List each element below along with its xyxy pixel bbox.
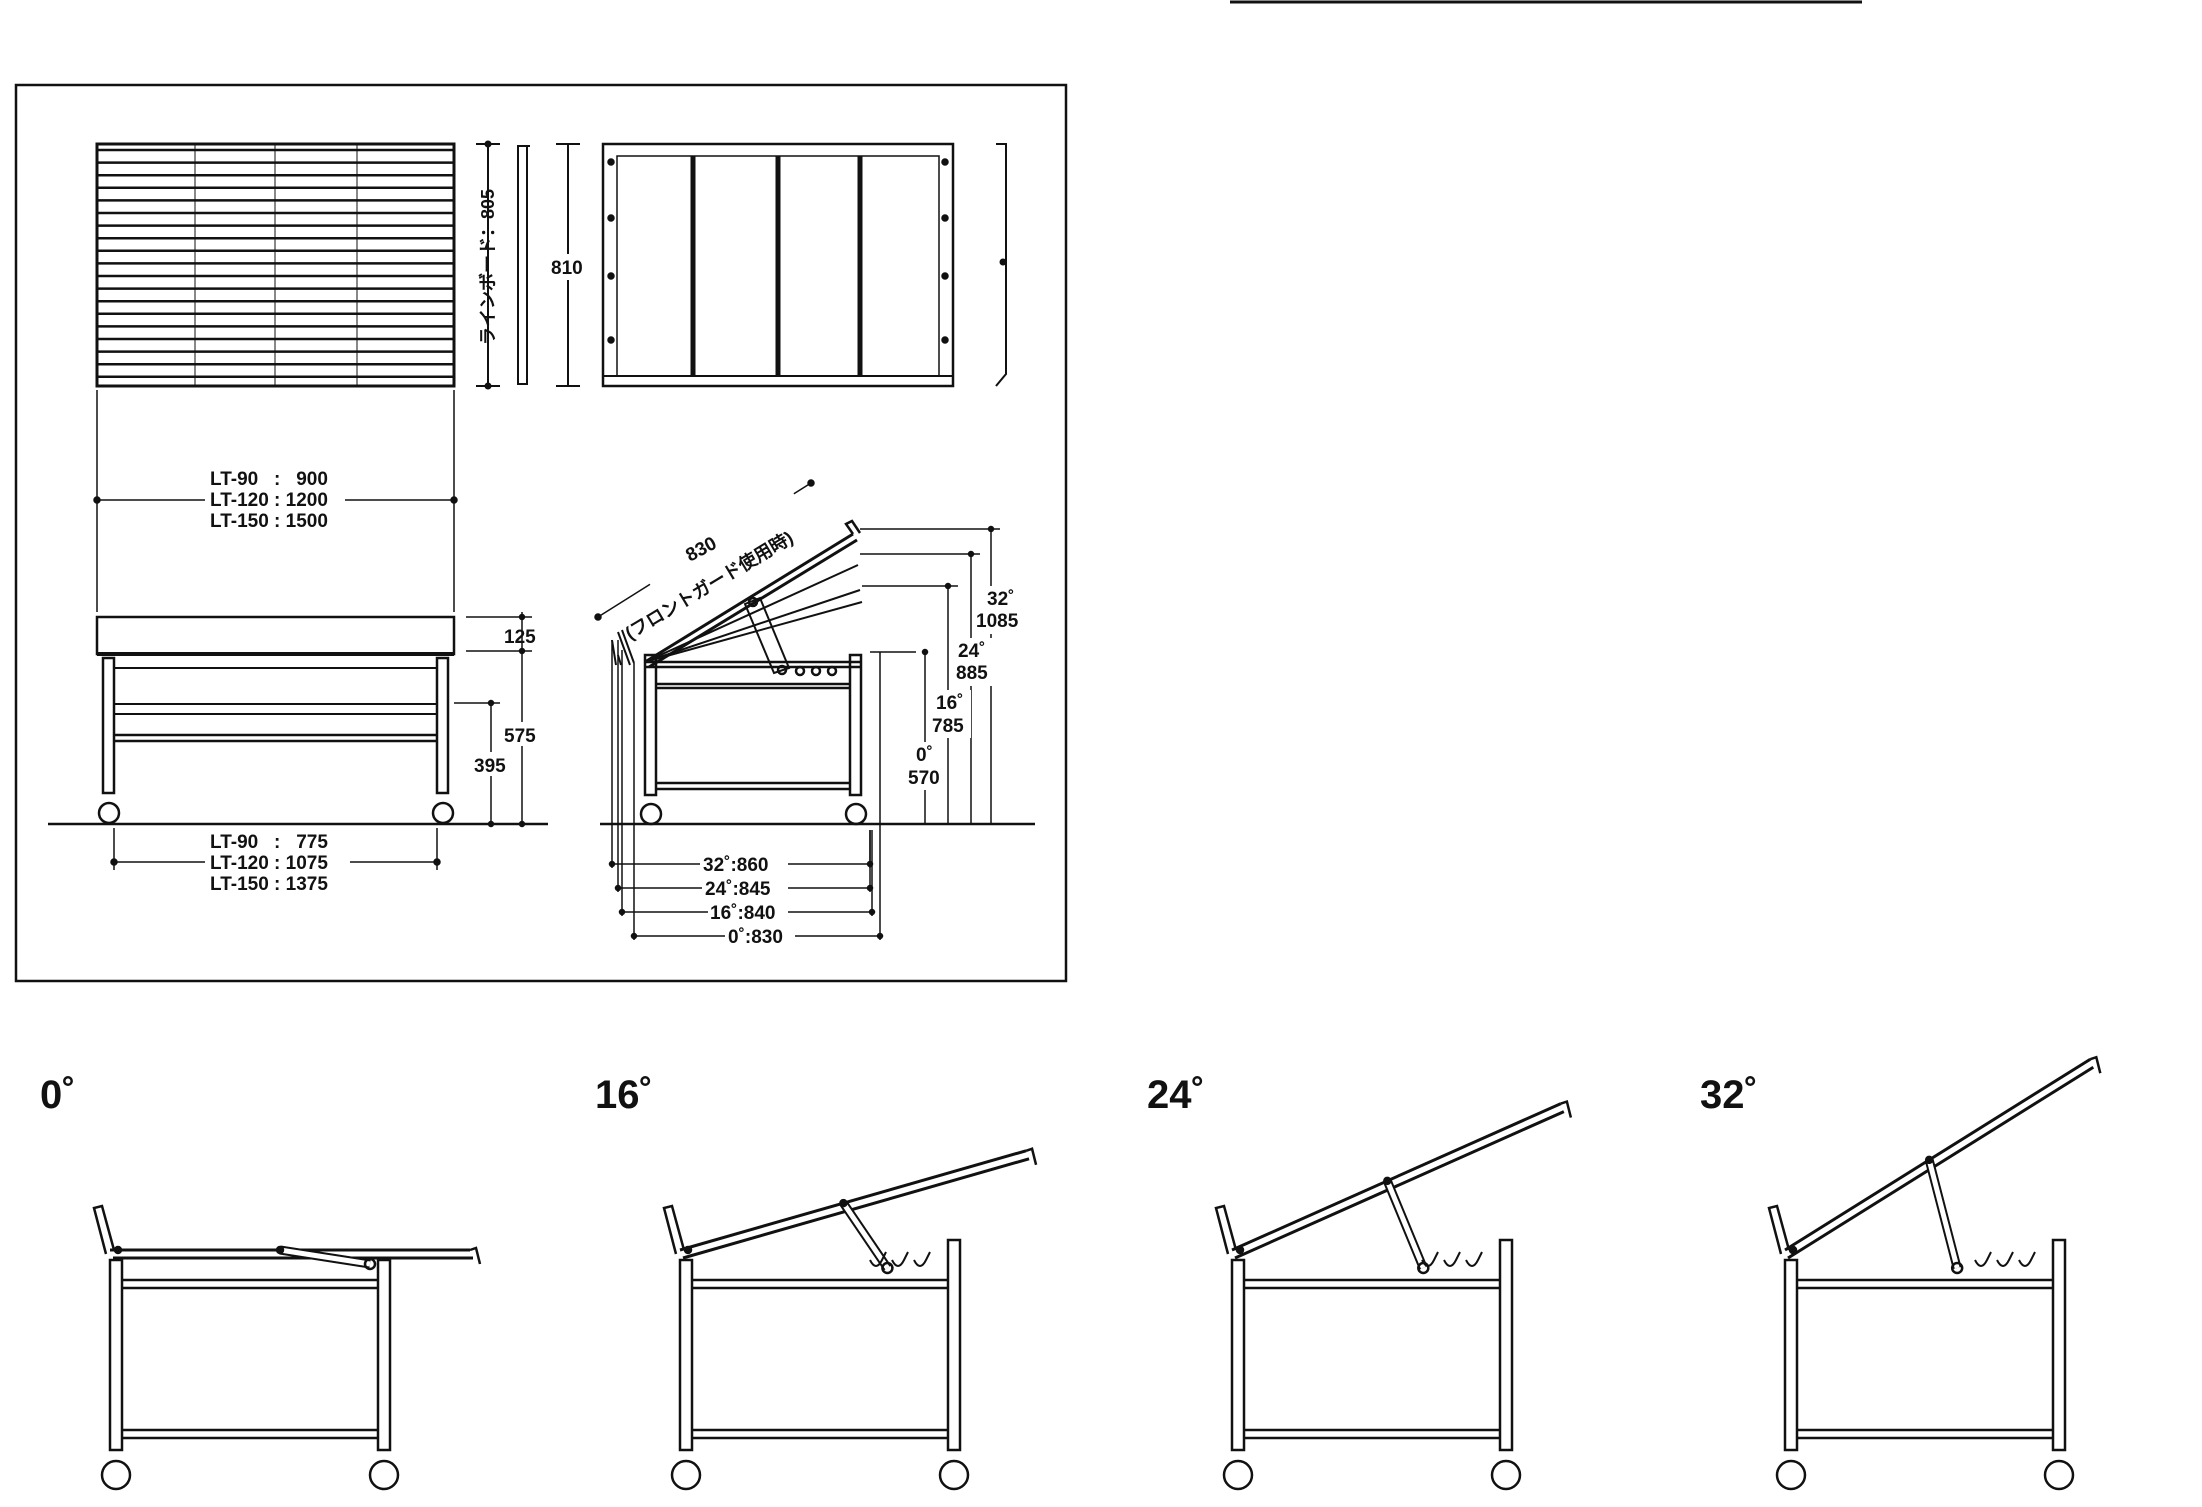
height-395-label: 395 [474,756,506,777]
width-24-label: 24˚:845 [705,879,771,900]
lineboard-dim-label: ラインボード：805 [478,189,498,345]
leg-lt120: LT-120 : 1075 [210,853,328,874]
width-32-label: 32˚:860 [703,855,769,876]
angle-view [1767,1055,2102,1491]
drawing-frame [14,83,1068,983]
angle-view-label: 0˚ [40,1073,76,1117]
angle-view [92,1204,482,1491]
back-frame-side [995,143,1007,387]
height-810-label: 810 [551,258,583,279]
width-dim [93,496,458,504]
angle-16-label: 16˚ [936,693,963,714]
table-front-elevation [95,615,456,825]
angle-view [662,1147,1038,1491]
width-16-label: 16˚:840 [710,903,776,924]
height-1085-label: 1085 [976,611,1019,632]
width-lt90: LT-90 : 900 [210,469,328,490]
height-570-label: 570 [908,768,940,789]
height-dims-left [454,612,532,828]
leg-lt90: LT-90 : 775 [210,832,328,853]
back-frame-view [601,142,955,388]
width-lt120: LT-120 : 1200 [210,490,328,511]
height-575-label: 575 [504,726,536,747]
leg-span-dim [110,828,441,870]
angle-view-label: 32˚ [1700,1073,1758,1117]
board-front-view [95,142,456,388]
angle-24-label: 24˚ [958,641,985,662]
angle-views-row: 0˚ 16˚ 24˚ 32˚ [40,1055,2102,1491]
width-0-label: 0˚:830 [728,927,783,948]
width-lt150: LT-150 : 1500 [210,511,328,532]
angle-32-label: 32˚ [987,589,1014,610]
tilt-width-dims [608,640,884,940]
angle-view [1214,1099,1573,1491]
leg-lt150: LT-150 : 1375 [210,874,328,895]
angle-0-label: 0˚ [916,745,933,766]
height-885-label: 885 [956,663,988,684]
height-785-label: 785 [932,716,964,737]
angle-view-label: 24˚ [1147,1073,1205,1117]
board-side-view [476,140,530,390]
side-elevation-tilted [611,519,868,826]
angle-view-label: 16˚ [595,1073,653,1117]
height-125-label: 125 [504,627,536,648]
